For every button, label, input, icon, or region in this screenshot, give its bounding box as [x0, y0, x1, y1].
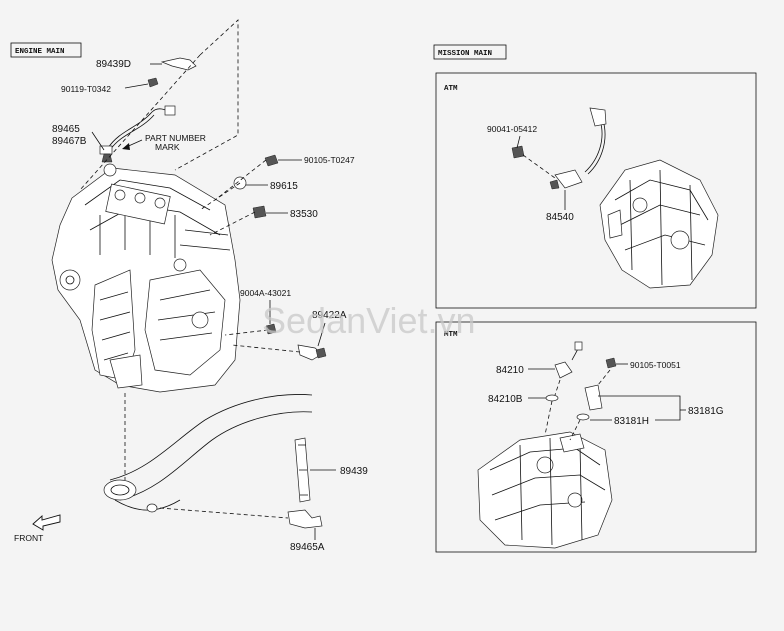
atm-panel [435, 72, 757, 309]
callout-89615: 89615 [270, 181, 298, 192]
callout-89439: 89439 [340, 466, 368, 477]
callout-89465a: 89465A [290, 542, 325, 553]
part-number-mark-line2: MARK [155, 142, 180, 152]
callout-89465: 89465 [52, 124, 80, 135]
callout-83181h: 83181H [614, 416, 649, 427]
gasket-84210b [545, 394, 559, 402]
mission-main-title-box [433, 44, 507, 60]
sensor-83181g [584, 384, 603, 411]
bolt-9004a [265, 323, 277, 335]
mission-main-section: MISSION MAIN ATM 90041-05412 84540 [433, 44, 757, 553]
atm-label: ATM [444, 85, 458, 93]
manual-transmission-drawing [477, 431, 613, 549]
engine-assembly-drawing [51, 163, 241, 393]
mtm-label: MTM [444, 331, 458, 339]
part-number-mark-line1: PART NUMBER [145, 133, 206, 143]
engine-main-title-box [10, 42, 82, 58]
callout-89467b: 89467B [52, 136, 87, 147]
front-label: FRONT [14, 533, 43, 543]
o-ring-83181h [576, 413, 590, 421]
speed-sensor-84540 [549, 107, 607, 190]
callout-90105-t0051: 90105-T0051 [630, 360, 681, 370]
bolt-90041 [511, 145, 525, 159]
callout-84210b: 84210B [488, 394, 523, 405]
engine-main-section: ENGINE MAIN [10, 19, 368, 553]
bolt-90105-upper [264, 154, 279, 167]
sensor-83530 [252, 205, 267, 219]
mission-main-title: MISSION MAIN [438, 50, 492, 58]
callout-83181g: 83181G [688, 406, 724, 417]
callout-90041-05412: 90041-05412 [487, 124, 537, 134]
front-arrow-icon [32, 514, 61, 531]
callout-84540: 84540 [546, 212, 574, 223]
callout-89439d: 89439D [96, 59, 131, 70]
sensor-89422a [297, 344, 323, 361]
callout-90105-t0247: 90105-T0247 [304, 155, 355, 165]
watermark: SedanViet.vn [262, 300, 476, 341]
bolt-90105-lower [605, 357, 617, 369]
exhaust-pipe-drawing [103, 394, 313, 513]
mtm-panel [435, 321, 757, 553]
callout-90119-t0342: 90119-T0342 [61, 84, 111, 94]
callout-84210: 84210 [496, 365, 524, 376]
callout-83530: 83530 [290, 209, 318, 220]
sensor-89465a [287, 509, 323, 529]
engine-main-title: ENGINE MAIN [15, 48, 65, 56]
bracket-89439d [160, 57, 197, 71]
bolt-90119 [147, 77, 159, 88]
oxygen-sensor-upper [99, 105, 176, 163]
automatic-transmission-drawing [599, 159, 719, 289]
callout-89422a: 89422A [312, 310, 347, 321]
callout-9004a-43021: 9004A-43021 [240, 288, 291, 298]
switch-84210 [554, 361, 573, 379]
